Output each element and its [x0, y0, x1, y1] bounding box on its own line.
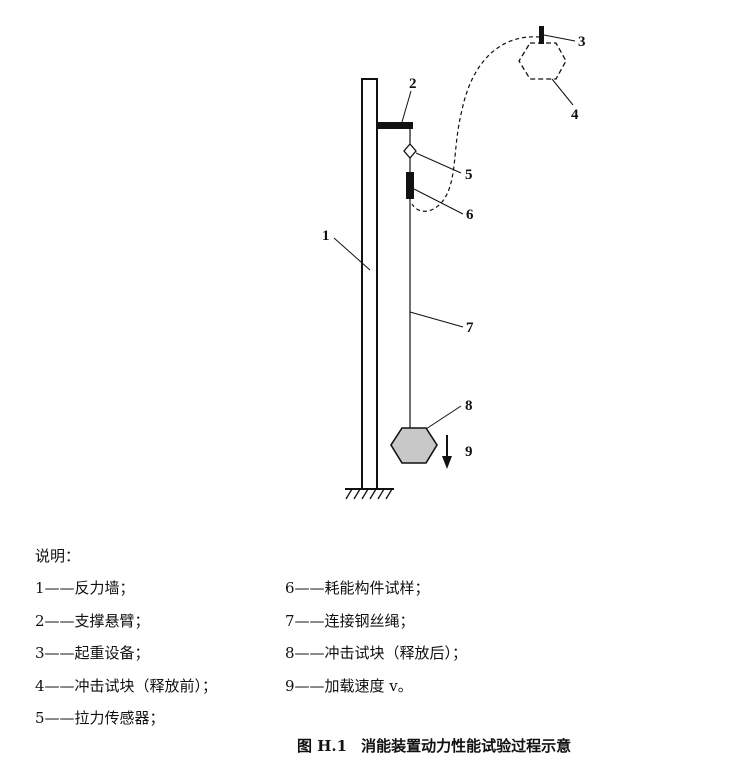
legend-column-right: 6——耗能构件试样； 7——连接钢丝绳； 8——冲击试块（释放后）； 9——加载… [285, 578, 467, 708]
callout-8: 8 [465, 398, 473, 414]
legend-item: 6——耗能构件试样； [285, 579, 430, 597]
legend-item: 9——加载速度 v。 [285, 676, 413, 695]
impact-block-after-release [390, 427, 438, 464]
legend-item: 8——冲击试块（释放后）； [285, 644, 468, 662]
impact-block-before-release [518, 42, 567, 80]
legend-item: 4——冲击试块（释放前）； [35, 676, 218, 695]
callout-9: 9 [465, 444, 473, 460]
swing-trajectory [411, 36, 541, 212]
figure-label: 图 H.1 [297, 737, 348, 755]
callout-5: 5 [465, 167, 473, 183]
support-cantilever [377, 122, 413, 129]
legend-title: 说明： [35, 547, 81, 565]
legend-column-left: 1——反力墙； 2——支撑悬臂； 3——起重设备； 4——冲击试块（释放前）； … [35, 578, 217, 741]
figure-caption: 图 H.1 消能装置动力性能试验过程示意 [297, 736, 571, 756]
legend-item: 5——拉力传感器； [35, 709, 165, 727]
legend-item: 2——支撑悬臂； [35, 611, 150, 630]
callout-4: 4 [571, 107, 579, 123]
energy-dissipating-specimen [406, 172, 414, 199]
callout-7: 7 [466, 320, 474, 336]
test-setup-diagram: 1 2 3 4 5 6 7 8 9 [322, 26, 586, 500]
ground-hatch [345, 488, 394, 500]
lifting-device [539, 26, 544, 44]
leader-lines [333, 34, 576, 430]
callout-2: 2 [409, 76, 417, 92]
callout-6: 6 [466, 207, 474, 223]
callout-1: 1 [322, 228, 330, 244]
arrow-head [442, 456, 452, 469]
legend-item: 7——连接钢丝绳； [285, 611, 415, 630]
legend-item: 3——起重设备； [35, 644, 150, 662]
callout-3: 3 [578, 34, 586, 50]
legend-item: 1——反力墙； [35, 579, 135, 597]
figure-title: 消能装置动力性能试验过程示意 [361, 737, 572, 755]
reaction-wall [361, 78, 378, 490]
force-sensor-diamond [403, 143, 417, 159]
